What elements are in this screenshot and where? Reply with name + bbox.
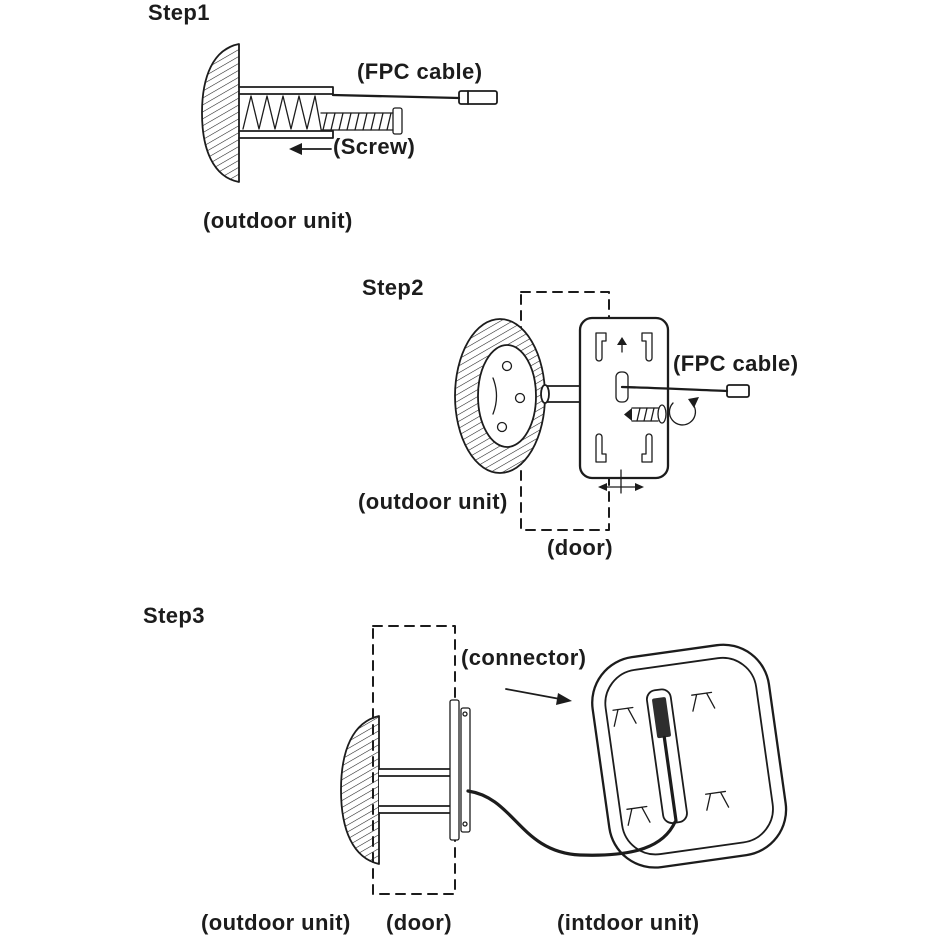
outdoor-unit-body (340, 715, 380, 865)
step2-door-label: (door) (547, 535, 613, 560)
spring-drawing (242, 95, 322, 130)
mounting-bracket (578, 316, 670, 480)
barrel-tube (238, 86, 334, 139)
outdoor-unit-back (454, 318, 581, 474)
step1-illustration (201, 43, 498, 183)
step1-screw-label: (Screw) (333, 134, 416, 159)
fpc-cable-drawing (620, 384, 750, 398)
screw-arrow (289, 143, 332, 155)
step3-door-label: (door) (386, 910, 452, 935)
step3-indoor-label: (intdoor unit) (557, 910, 700, 935)
alignment-arrows (598, 469, 644, 494)
cable-in-slot (662, 735, 678, 823)
barrel-tube (378, 768, 457, 814)
mount-hooks (612, 691, 730, 826)
door-clamp-plates (449, 699, 471, 841)
rotation-arrow (668, 397, 699, 426)
keyhole-slot (595, 332, 607, 362)
step2-illustration (454, 291, 750, 531)
screw-drawing (320, 107, 403, 135)
step1-title: Step1 (148, 0, 210, 25)
indoor-unit-face (604, 656, 774, 856)
keyhole-slot (595, 433, 607, 463)
fpc-cable-drawing (331, 90, 498, 105)
keyhole-slot (641, 433, 653, 463)
step3-unit-label: (outdoor unit) (201, 910, 351, 935)
step2-fpc-label: (FPC cable) (673, 351, 799, 376)
step2-unit-label: (outdoor unit) (358, 489, 508, 514)
connector-plug (652, 697, 671, 739)
up-arrow-icon (617, 337, 627, 353)
step3-connector-label: (connector) (461, 645, 587, 670)
step3-illustration (340, 625, 788, 895)
keyhole-slot (641, 332, 653, 362)
indoor-unit (591, 643, 788, 869)
step3-title: Step3 (143, 603, 205, 628)
door-outline (372, 625, 456, 895)
step2-title: Step2 (362, 275, 424, 300)
connecting-cable (466, 789, 677, 857)
connector-arrow (505, 688, 572, 705)
indoor-unit-shell (591, 643, 788, 869)
step1-fpc-label: (FPC cable) (357, 59, 483, 84)
outdoor-unit-body (201, 43, 240, 183)
step1-unit-label: (outdoor unit) (203, 208, 353, 233)
bracket-screw (624, 404, 667, 424)
